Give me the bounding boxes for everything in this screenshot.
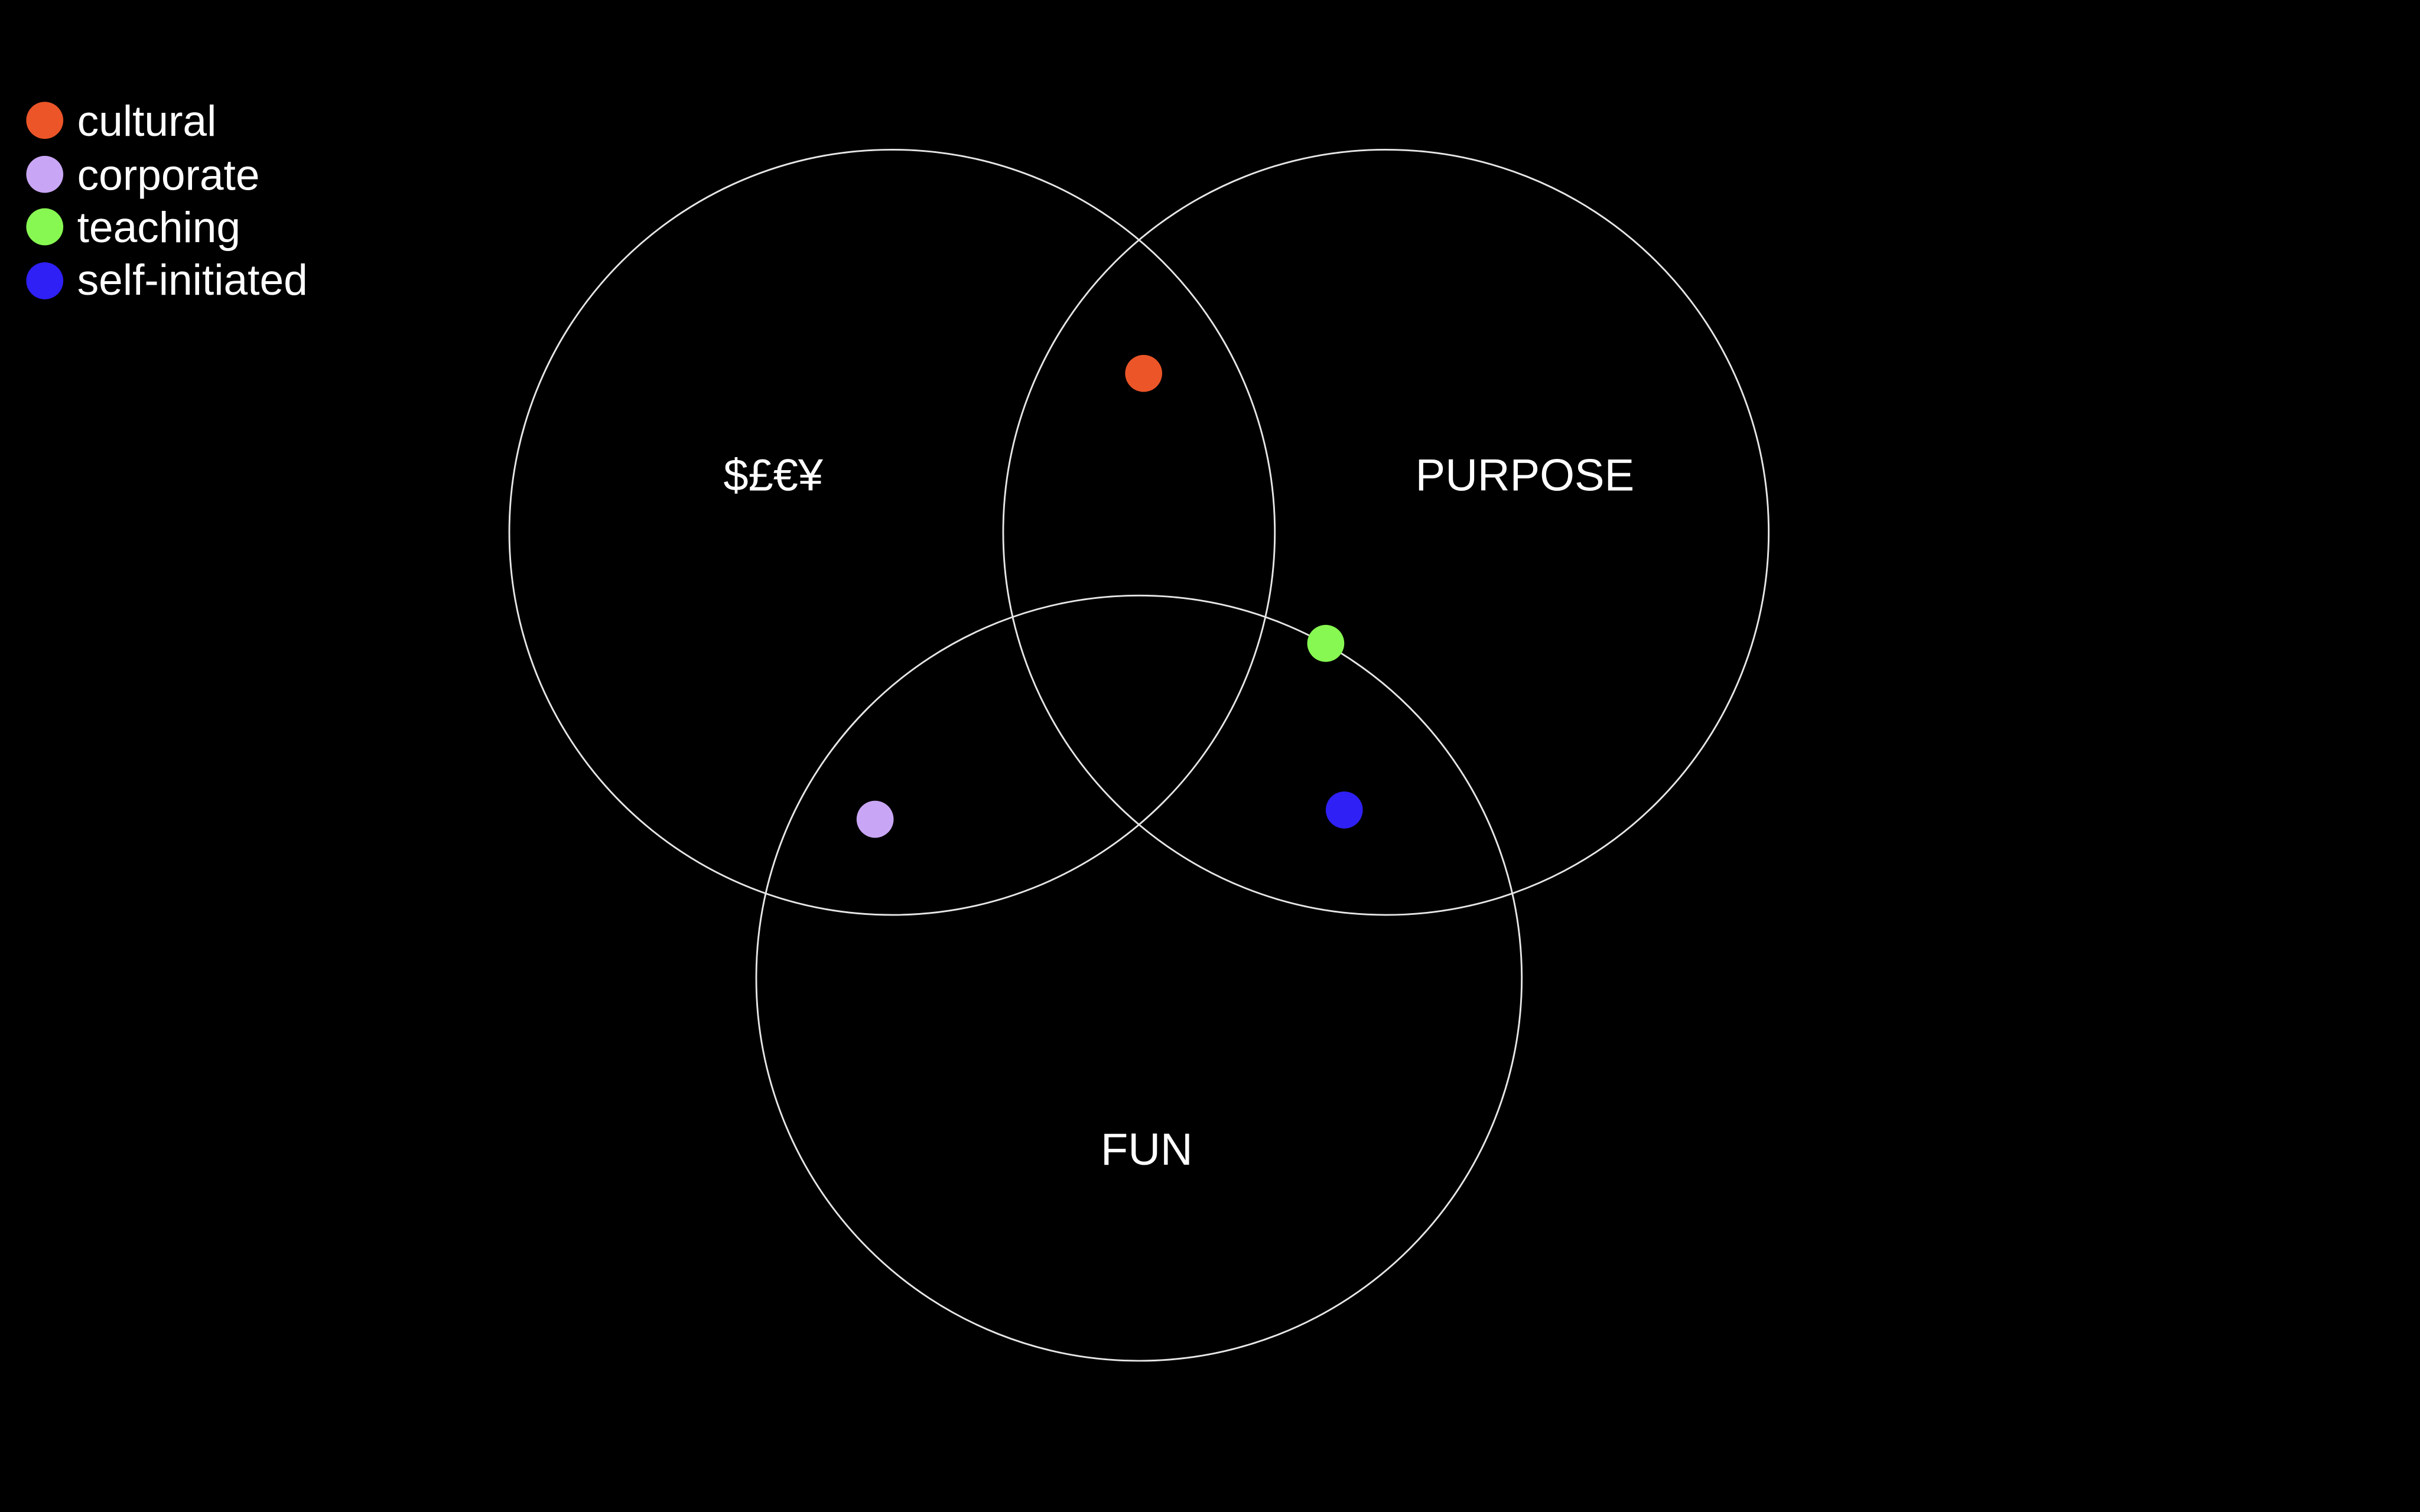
legend-dot-cultural <box>26 102 64 139</box>
legend-item-cultural: cultural <box>26 97 216 145</box>
set-circle-fun <box>755 594 1523 1362</box>
set-circle-money <box>508 148 1276 916</box>
legend-dot-corporate <box>26 155 64 193</box>
legend-label: teaching <box>77 204 240 252</box>
legend-dot-self-initiated <box>26 262 64 299</box>
set-circle-purpose <box>1002 148 1770 916</box>
legend-dot-teaching <box>26 208 64 246</box>
point-self-initiated <box>1325 791 1363 829</box>
set-label-money: $£€¥ <box>723 451 823 501</box>
legend-label: cultural <box>77 97 217 145</box>
set-label-purpose: PURPOSE <box>1416 451 1634 501</box>
legend-label: corporate <box>77 151 260 199</box>
legend-item-self-initiated: self-initiated <box>26 256 308 304</box>
point-cultural <box>1125 354 1163 392</box>
point-teaching <box>1307 624 1345 662</box>
set-label-fun: FUN <box>1101 1125 1193 1175</box>
point-corporate <box>856 800 894 838</box>
legend-label: self-initiated <box>77 256 308 304</box>
legend: cultural corporate teaching self-initiat… <box>26 97 308 304</box>
legend-item-teaching: teaching <box>26 204 240 252</box>
legend-item-corporate: corporate <box>26 151 260 199</box>
